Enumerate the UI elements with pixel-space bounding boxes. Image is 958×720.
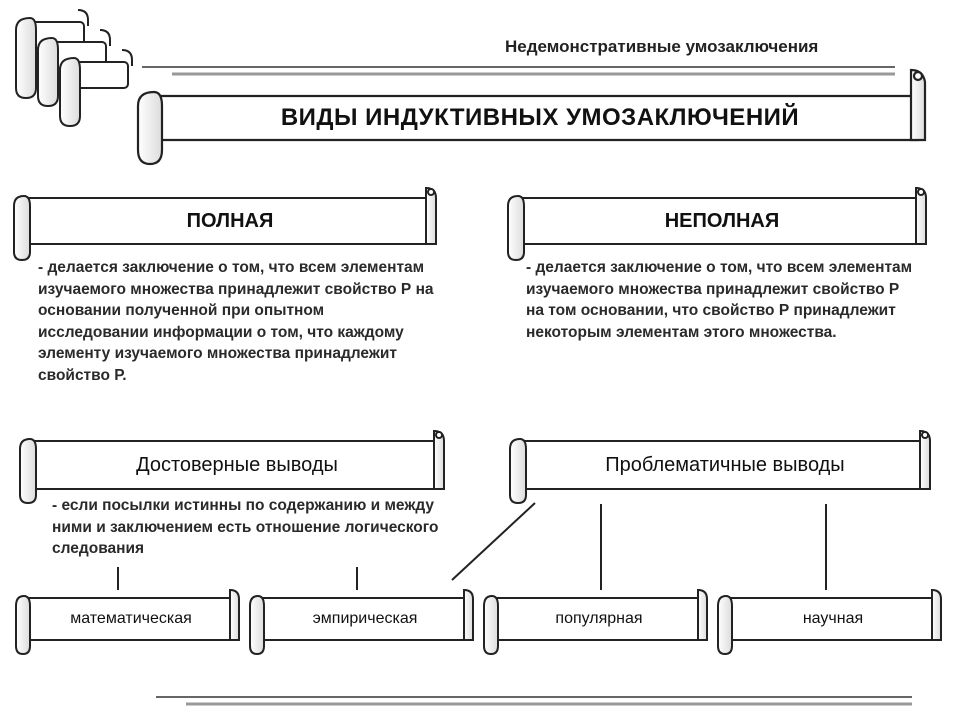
- full-banner: [13, 186, 437, 262]
- incomplete-description: - делается заключение о том, что всем эл…: [526, 259, 913, 341]
- reliable-description: - если посылки истинны по содержанию и м…: [52, 497, 439, 557]
- full-description: - делается заключение о том, что всем эл…: [38, 259, 434, 384]
- problematic-banner: [509, 429, 931, 505]
- reliable-banner: [19, 429, 445, 505]
- reliable-label: Достоверные выводы: [136, 453, 338, 476]
- category-scientific: научная: [802, 610, 864, 627]
- incomplete-banner: [507, 186, 927, 262]
- title-banner: [136, 68, 927, 166]
- header-subtitle: Недемонстративные умозаключения: [505, 37, 819, 56]
- category-popular: популярная: [555, 610, 643, 627]
- page-title: ВИДЫ ИНДУКТИВНЫХ УМОЗАКЛЮЧЕНИЙ: [280, 104, 800, 131]
- full-label: ПОЛНАЯ: [186, 209, 274, 232]
- category-scrolls: [15, 588, 942, 656]
- scroll-stack-icon: [15, 9, 133, 128]
- category-mathematical: математическая: [70, 610, 192, 627]
- incomplete-label: НЕПОЛНАЯ: [664, 209, 780, 232]
- connector-lines: [117, 502, 827, 590]
- category-empirical: эмпирическая: [312, 610, 418, 627]
- problematic-label: Проблематичные выводы: [605, 453, 845, 476]
